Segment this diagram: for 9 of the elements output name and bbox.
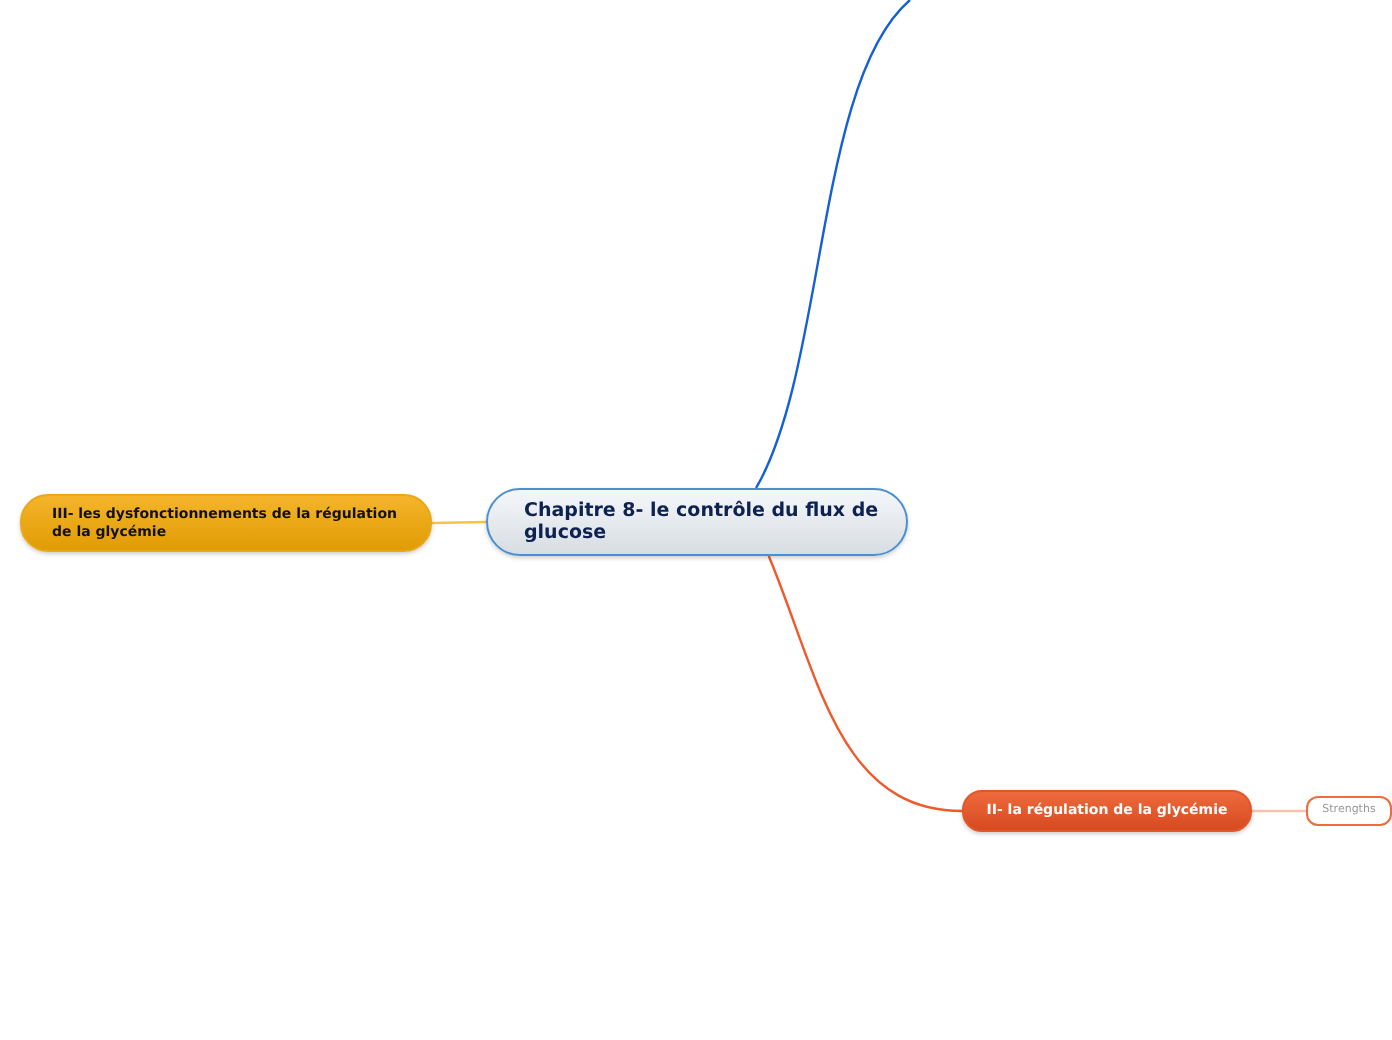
connector-line <box>755 0 911 489</box>
topic-label: Chapitre 8- le contrôle du flux de glucose <box>524 499 881 545</box>
topic-box <box>20 494 432 552</box>
central-topic <box>486 488 908 556</box>
connector-line <box>1252 809 1306 813</box>
subtopic-box <box>1306 796 1392 826</box>
topic-box <box>962 790 1252 832</box>
connector-line <box>431 520 487 525</box>
connector-line <box>767 555 963 813</box>
